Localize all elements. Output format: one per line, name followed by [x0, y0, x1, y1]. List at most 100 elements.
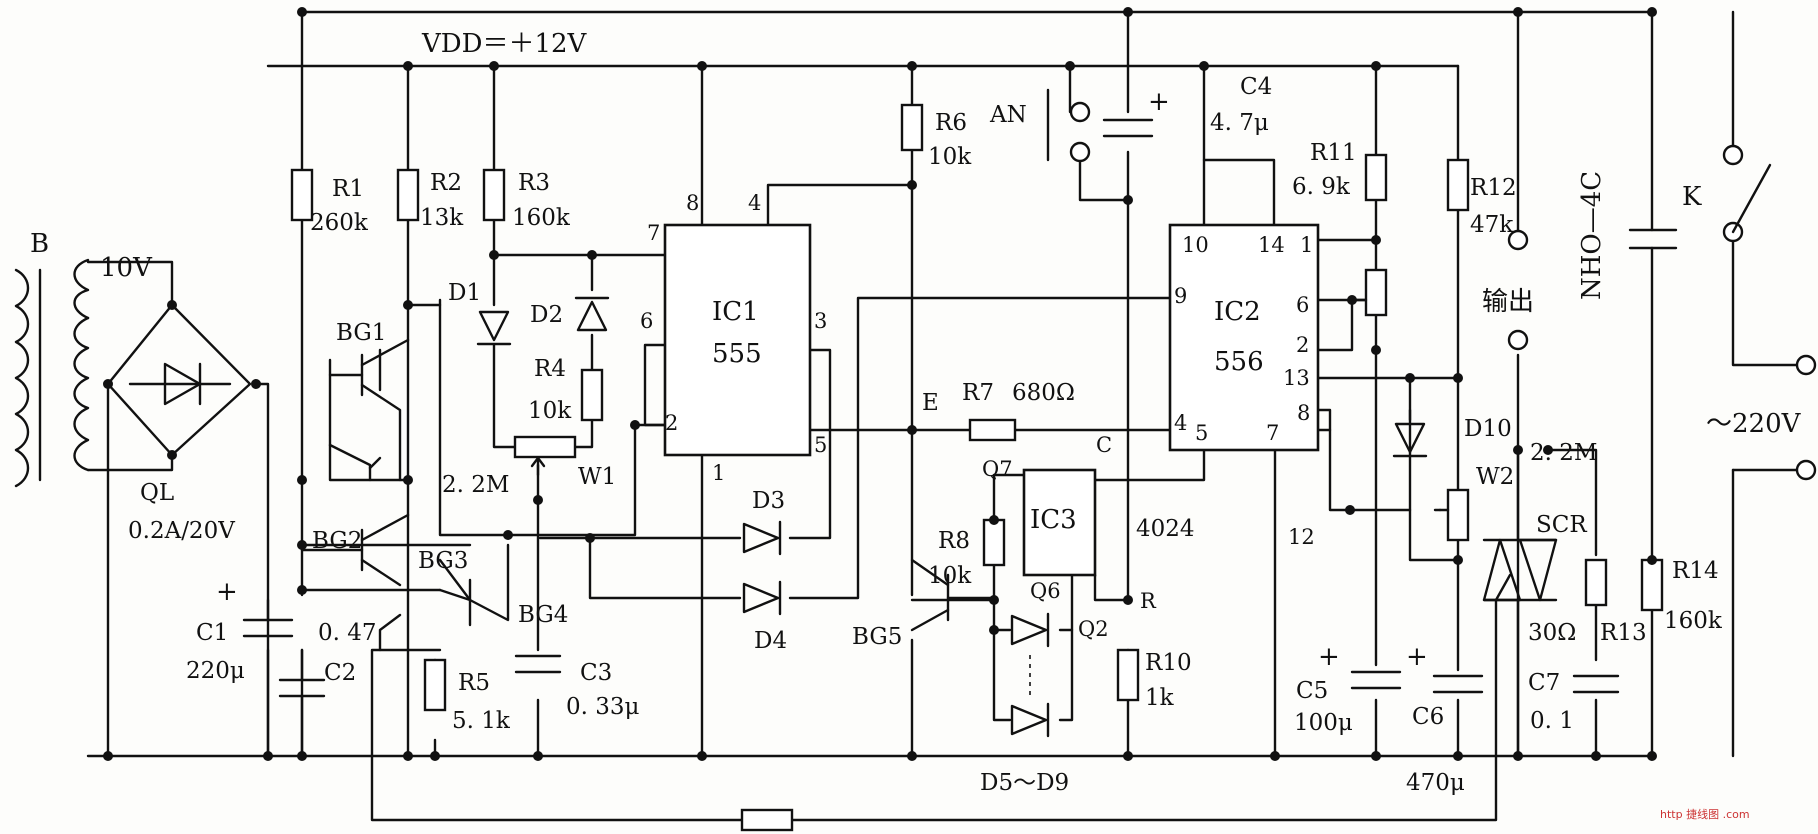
svg-text:W1: W1	[578, 464, 616, 490]
svg-text:R10: R10	[1145, 650, 1192, 676]
watermark: http 捷线图 .com	[1660, 807, 1750, 821]
node-e-label: E	[922, 390, 939, 416]
svg-text:556: 556	[1214, 347, 1264, 377]
transistor-bg3: BG3	[328, 443, 468, 574]
svg-text:R3: R3	[518, 170, 550, 196]
resistor-r14: R14 160k	[1640, 558, 1723, 634]
svg-text:NHO—4C: NHO—4C	[1577, 171, 1607, 300]
svg-text:IC3: IC3	[1030, 505, 1077, 535]
transformer-secondary-label: 10V	[100, 253, 153, 283]
capacitor-c7: C7 0. 1	[1528, 670, 1620, 734]
svg-text:C5: C5	[1296, 678, 1328, 704]
resistor-r6: R6 10k	[900, 103, 972, 170]
capacitor-c3: C3 0. 33μ	[514, 654, 640, 720]
svg-text:BG2: BG2	[312, 528, 362, 554]
svg-text:R5: R5	[458, 670, 490, 696]
resistor-r5: R5 5. 1k	[423, 658, 511, 734]
svg-text:1k: 1k	[1145, 685, 1175, 711]
svg-text:0. 47: 0. 47	[318, 620, 377, 646]
potentiometer-w1: W1 2. 2M	[442, 435, 616, 498]
svg-text:7: 7	[1266, 421, 1279, 445]
resistor-r2: R2 13k	[396, 168, 464, 231]
svg-text:C7: C7	[1528, 670, 1560, 696]
junction-dots	[103, 7, 1657, 761]
svg-text:2. 2M: 2. 2M	[442, 472, 509, 498]
svg-text:5: 5	[814, 433, 827, 457]
transformer-label: B	[30, 229, 49, 259]
capacitor-c5: + C5 100μ	[1294, 642, 1402, 736]
svg-text:Q7: Q7	[982, 457, 1013, 481]
transistor-bg4: BG4	[438, 578, 568, 628]
svg-text:3: 3	[814, 309, 827, 333]
svg-text:W2: W2	[1476, 464, 1514, 490]
svg-text:0. 33μ: 0. 33μ	[566, 694, 640, 720]
svg-text:C4: C4	[1240, 74, 1272, 100]
svg-text:5. 1k: 5. 1k	[452, 708, 511, 734]
svg-text:13k: 13k	[420, 205, 464, 231]
diode-d10: D10	[1392, 416, 1512, 458]
svg-text:13: 13	[1283, 366, 1310, 390]
transformer: B 10V	[14, 229, 174, 488]
svg-text:1: 1	[712, 461, 725, 485]
svg-text:260k: 260k	[310, 210, 369, 236]
diodes-d5-d9: D5～D9	[980, 612, 1069, 796]
capacitor-c1: + C1 220μ	[186, 577, 294, 684]
svg-text:+: +	[216, 577, 238, 607]
vdd-label: VDD＝＋12V	[421, 29, 588, 59]
svg-text:D5～D9: D5～D9	[980, 770, 1069, 796]
svg-text:47k: 47k	[1470, 212, 1514, 238]
transistor-bg1: BG1	[328, 320, 410, 482]
svg-text:R: R	[1140, 589, 1157, 613]
svg-text:2: 2	[665, 411, 678, 435]
svg-text:8: 8	[686, 191, 699, 215]
svg-text:R2: R2	[430, 170, 462, 196]
svg-text:BG1: BG1	[336, 320, 386, 346]
svg-text:R8: R8	[938, 528, 970, 554]
svg-text:0. 1: 0. 1	[1530, 708, 1574, 734]
capacitor-c2: 0. 47 C2	[278, 620, 377, 758]
svg-text:9: 9	[1174, 284, 1187, 308]
resistor-bottom	[740, 808, 794, 832]
svg-text:680Ω: 680Ω	[1012, 380, 1075, 406]
scr-triac: SCR	[1482, 512, 1587, 602]
svg-text:2. 2M: 2. 2M	[1530, 440, 1597, 466]
svg-text:D4: D4	[754, 628, 787, 654]
capacitor-c6: + C6 470μ	[1406, 642, 1484, 796]
resistor-r10: R10 1k	[1116, 648, 1192, 711]
svg-text:8: 8	[1297, 401, 1310, 425]
transistor-bg5: BG5	[852, 558, 996, 650]
svg-text:+: +	[1318, 642, 1340, 672]
svg-text:IC2: IC2	[1214, 297, 1261, 327]
svg-text:12: 12	[1288, 525, 1315, 549]
svg-text:BG5: BG5	[852, 624, 902, 650]
svg-text:AN: AN	[989, 102, 1027, 128]
svg-text:R13: R13	[1600, 620, 1647, 646]
svg-text:160k: 160k	[1664, 608, 1723, 634]
svg-text:R6: R6	[935, 110, 967, 136]
svg-text:D3: D3	[752, 488, 785, 514]
svg-text:IC1: IC1	[712, 297, 759, 327]
svg-text:Q2: Q2	[1078, 617, 1109, 641]
resistor-r12: R12 47k	[1446, 158, 1517, 238]
svg-text:4. 7μ: 4. 7μ	[1210, 110, 1269, 136]
resistor-r13: 30Ω R13	[1528, 558, 1647, 646]
svg-text:C6: C6	[1412, 704, 1444, 730]
capacitor-c4: + C4 4. 7μ	[1102, 74, 1272, 138]
svg-text:10k: 10k	[528, 398, 572, 424]
diode-d4: D4	[742, 580, 787, 654]
ac-terminals: ～220V	[1706, 354, 1817, 481]
svg-text:555: 555	[712, 339, 762, 369]
wiring	[86, 10, 1802, 822]
svg-text:SCR: SCR	[1536, 512, 1587, 538]
resistor-r3: R3 160k	[482, 168, 571, 231]
svg-text:D10: D10	[1464, 416, 1512, 442]
ic2-556: IC2 556 10 14 1 9 6 2 13 4 5 7 8 12	[1168, 223, 1320, 549]
svg-text:30Ω: 30Ω	[1528, 620, 1576, 646]
svg-text:4: 4	[1174, 411, 1187, 435]
potentiometer-ic2	[1350, 268, 1388, 317]
svg-text:Q6: Q6	[1030, 579, 1061, 603]
svg-text:R7: R7	[962, 380, 994, 406]
transistor-bg2: BG2	[300, 513, 410, 587]
switch-k: K	[1682, 144, 1772, 243]
